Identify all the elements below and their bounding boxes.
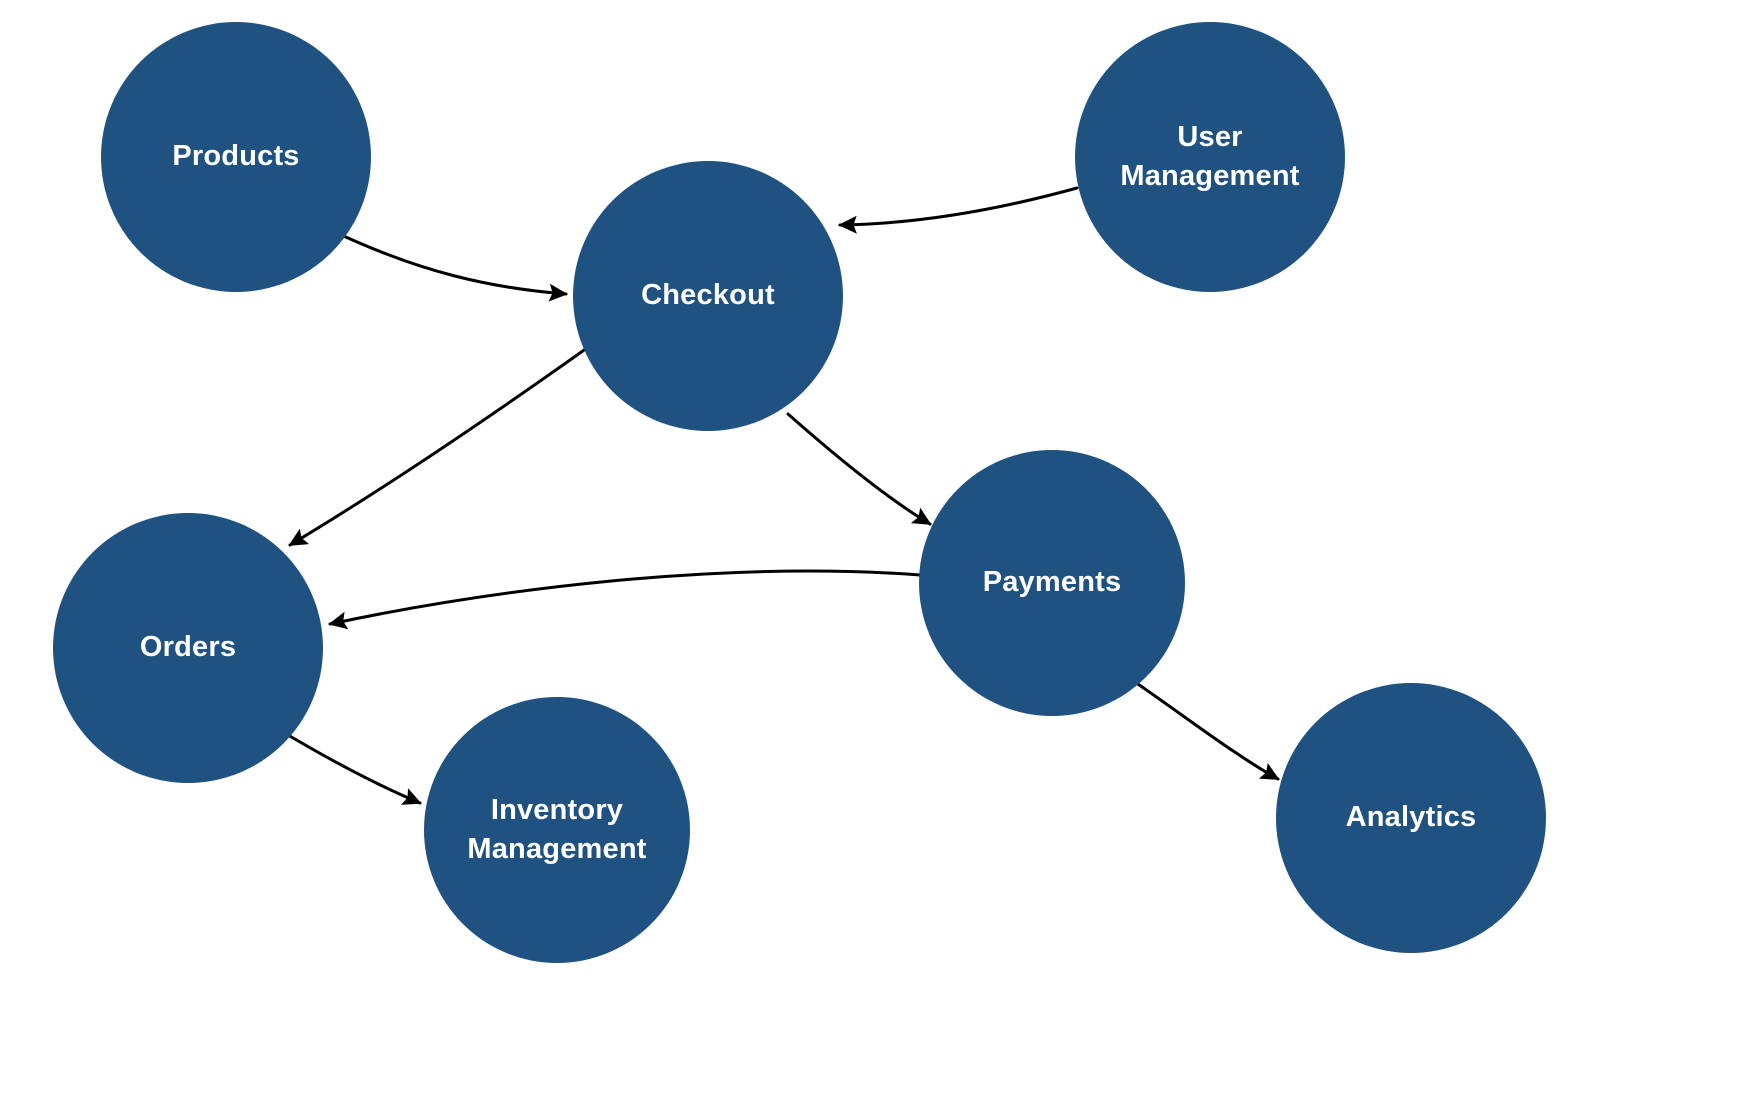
- edge-payments-to-analytics: [1133, 680, 1280, 781]
- edge-checkout-to-payments: [786, 412, 932, 526]
- node-inventory-management[interactable]: Inventory Management: [424, 697, 690, 963]
- node-label-payments: Payments: [982, 566, 1122, 599]
- node-checkout[interactable]: Checkout: [573, 161, 843, 431]
- node-label-user-management: User Management: [1120, 120, 1300, 192]
- edge-orders-to-inventory-management: [281, 730, 422, 805]
- node-label-products: Products: [172, 140, 300, 173]
- node-orders[interactable]: Orders: [53, 513, 323, 783]
- node-analytics[interactable]: Analytics: [1276, 683, 1546, 953]
- edge-payments-to-orders: [328, 569, 922, 630]
- node-payments[interactable]: Payments: [919, 450, 1185, 716]
- node-products[interactable]: Products: [101, 22, 371, 292]
- node-label-inventory-management: Inventory Management: [467, 793, 647, 865]
- edge-checkout-to-orders: [288, 341, 596, 547]
- edge-products-to-checkout: [333, 230, 568, 302]
- node-user-management[interactable]: User Management: [1075, 22, 1345, 292]
- node-label-orders: Orders: [139, 631, 237, 664]
- node-label-analytics: Analytics: [1345, 801, 1477, 834]
- edge-user-management-to-checkout: [838, 186, 1079, 234]
- node-label-checkout: Checkout: [641, 279, 775, 312]
